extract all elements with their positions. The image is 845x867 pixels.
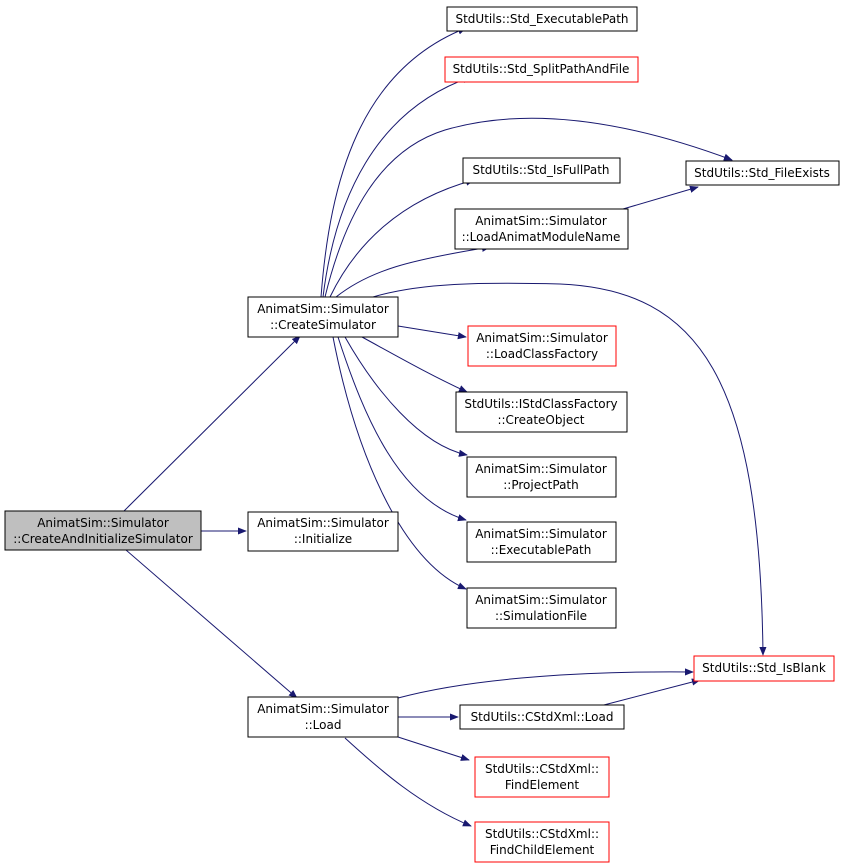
- node-std-split-path-and-file[interactable]: StdUtils::Std_SplitPathAndFile: [444, 56, 639, 83]
- edge-create-simulator-to-std-executable-path: [320, 27, 467, 298]
- node-load[interactable]: AnimatSim::Simulator ::Load: [247, 696, 399, 738]
- node-load-class-factory[interactable]: AnimatSim::Simulator ::LoadClassFactory: [467, 325, 617, 367]
- node-project-path-line2: ::ProjectPath: [503, 478, 579, 492]
- node-std-file-exists[interactable]: StdUtils::Std_FileExists: [685, 160, 840, 186]
- node-initialize-line1: AnimatSim::Simulator: [257, 516, 389, 530]
- node-cstdxml-load-label: StdUtils::CStdXml::Load: [471, 710, 614, 724]
- node-std-is-full-path[interactable]: StdUtils::Std_IsFullPath: [462, 157, 621, 184]
- node-std-is-blank[interactable]: StdUtils::Std_IsBlank: [693, 655, 835, 682]
- node-load-class-factory-line2: ::LoadClassFactory: [486, 347, 598, 361]
- edge-create-simulator-to-load-class-factory: [397, 325, 467, 340]
- node-simulation-file-line2: ::SimulationFile: [495, 609, 587, 623]
- node-root-line2: ::CreateAndInitializeSimulator: [13, 532, 193, 546]
- edge-root-to-create-simulator: [123, 335, 301, 512]
- node-load-line1: AnimatSim::Simulator: [257, 702, 389, 716]
- node-root-line1: AnimatSim::Simulator: [37, 516, 169, 530]
- node-load-animat-module-name[interactable]: AnimatSim::Simulator ::LoadAnimatModuleN…: [454, 208, 629, 250]
- node-find-element[interactable]: StdUtils::CStdXml:: FindElement: [474, 756, 610, 798]
- edge-create-simulator-to-executable-path: [337, 336, 467, 522]
- edge-create-simulator-to-simulation-file: [332, 336, 467, 590]
- node-std-is-blank-label: StdUtils::Std_IsBlank: [702, 661, 826, 675]
- node-create-object[interactable]: StdUtils::IStdClassFactory ::CreateObjec…: [455, 391, 628, 433]
- node-find-element-line1: StdUtils::CStdXml::: [485, 762, 599, 776]
- edge-create-simulator-to-std-file-exists: [324, 117, 733, 298]
- edge-create-simulator-to-create-object: [361, 336, 468, 393]
- edge-root-to-load: [125, 549, 298, 699]
- node-load-animat-module-name-line2: ::LoadAnimatModuleName: [462, 230, 621, 244]
- edge-create-simulator-to-std-is-full-path: [329, 178, 475, 298]
- node-root[interactable]: AnimatSim::Simulator ::CreateAndInitiali…: [4, 510, 202, 551]
- edge-load-to-find-child-element: [344, 737, 472, 827]
- edge-create-simulator-to-project-path: [344, 336, 468, 457]
- edge-create-simulator-to-std-split-path-and-file: [322, 76, 472, 298]
- node-executable-path-line1: AnimatSim::Simulator: [475, 527, 607, 541]
- node-create-simulator-line2: ::CreateSimulator: [270, 318, 376, 332]
- node-create-simulator[interactable]: AnimatSim::Simulator ::CreateSimulator: [247, 296, 399, 338]
- node-simulation-file[interactable]: AnimatSim::Simulator ::SimulationFile: [466, 587, 617, 629]
- node-create-object-line1: StdUtils::IStdClassFactory: [464, 397, 617, 411]
- node-load-class-factory-line1: AnimatSim::Simulator: [476, 331, 608, 345]
- node-find-child-element[interactable]: StdUtils::CStdXml:: FindChildElement: [474, 821, 610, 863]
- node-executable-path[interactable]: AnimatSim::Simulator ::ExecutablePath: [466, 521, 617, 563]
- node-initialize[interactable]: AnimatSim::Simulator ::Initialize: [247, 511, 399, 552]
- node-std-split-path-and-file-label: StdUtils::Std_SplitPathAndFile: [453, 62, 630, 76]
- node-std-executable-path[interactable]: StdUtils::Std_ExecutablePath: [446, 6, 638, 32]
- node-create-simulator-line1: AnimatSim::Simulator: [257, 302, 389, 316]
- node-simulation-file-line1: AnimatSim::Simulator: [475, 593, 607, 607]
- node-find-child-element-line2: FindChildElement: [490, 843, 595, 857]
- node-load-line2: ::Load: [305, 718, 342, 732]
- edge-load-animat-module-name-to-std-file-exists: [622, 185, 699, 210]
- node-std-is-full-path-label: StdUtils::Std_IsFullPath: [472, 163, 609, 177]
- edge-cstdxml-load-to-std-is-blank: [599, 678, 701, 707]
- node-create-object-line2: ::CreateObject: [497, 413, 584, 427]
- node-project-path-line1: AnimatSim::Simulator: [475, 462, 607, 476]
- node-load-animat-module-name-line1: AnimatSim::Simulator: [475, 214, 607, 228]
- node-find-child-element-line1: StdUtils::CStdXml::: [485, 827, 599, 841]
- node-find-element-line2: FindElement: [505, 778, 580, 792]
- node-std-file-exists-label: StdUtils::Std_FileExists: [694, 166, 830, 180]
- node-cstdxml-load[interactable]: StdUtils::CStdXml::Load: [459, 704, 625, 730]
- edge-load-to-find-element: [397, 736, 470, 761]
- edge-load-to-std-is-blank: [397, 668, 694, 699]
- node-initialize-line2: ::Initialize: [294, 532, 352, 546]
- node-project-path[interactable]: AnimatSim::Simulator ::ProjectPath: [466, 456, 617, 498]
- node-executable-path-line2: ::ExecutablePath: [491, 543, 592, 557]
- edge-create-simulator-to-std-is-blank: [372, 282, 767, 656]
- node-std-executable-path-label: StdUtils::Std_ExecutablePath: [455, 12, 628, 26]
- edge-create-simulator-to-load-animat-module-name: [335, 244, 491, 298]
